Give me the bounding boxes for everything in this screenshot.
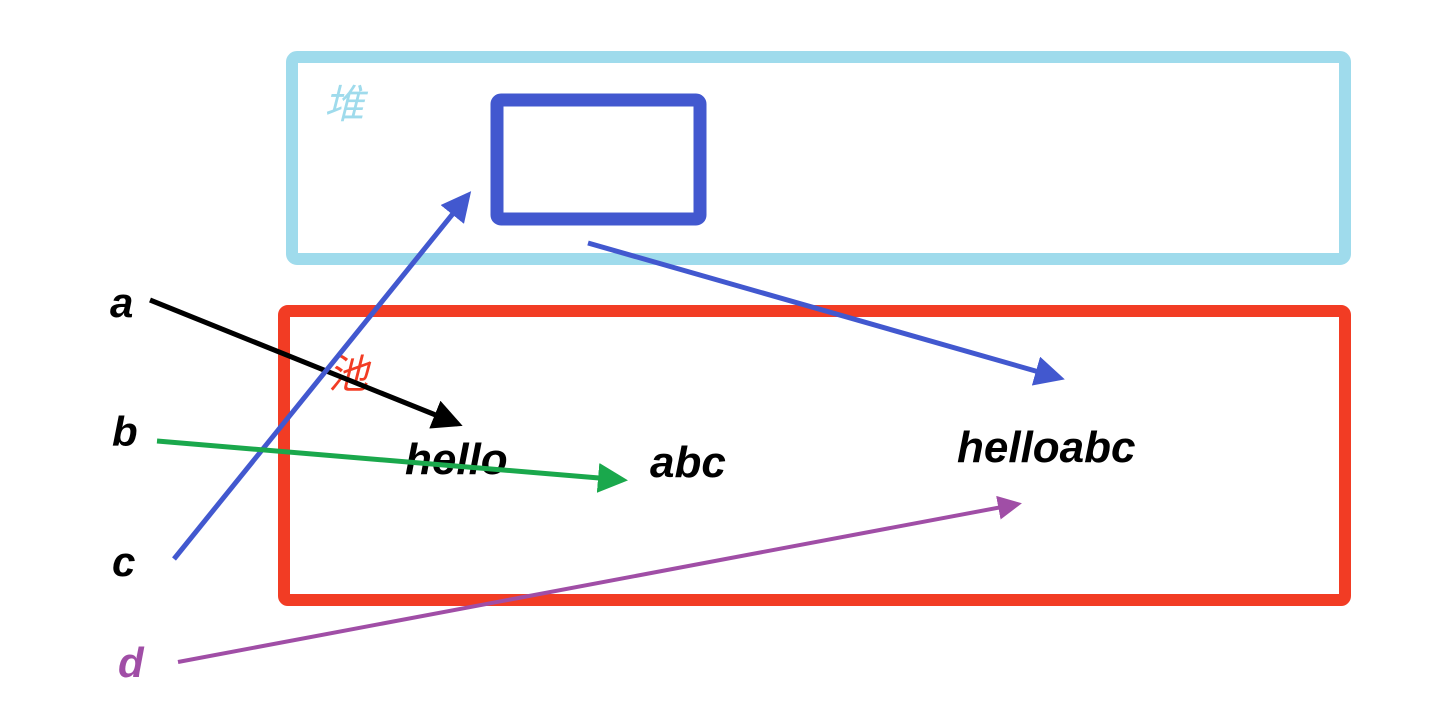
- arrow-d-to-helloabc: [177, 495, 1022, 664]
- string-abc: abc: [650, 438, 726, 487]
- variable-b: b: [112, 408, 138, 455]
- string-hello: hello: [405, 435, 508, 484]
- arrow-c-to-heap-object: [172, 191, 472, 561]
- arrow-a-to-hello: [149, 297, 463, 429]
- string-pool-region: [278, 305, 1351, 606]
- arrow-b-to-abc: [156, 438, 628, 493]
- heap-object-box: [490, 93, 707, 226]
- heap-label: 堆: [324, 82, 369, 128]
- variable-a: a: [110, 279, 133, 326]
- variable-d: d: [118, 639, 145, 686]
- heap-region: [286, 51, 1351, 265]
- string-helloabc: helloabc: [957, 423, 1136, 472]
- arrow-heap-object-to-helloabc: [587, 240, 1065, 386]
- variable-c: c: [112, 538, 135, 585]
